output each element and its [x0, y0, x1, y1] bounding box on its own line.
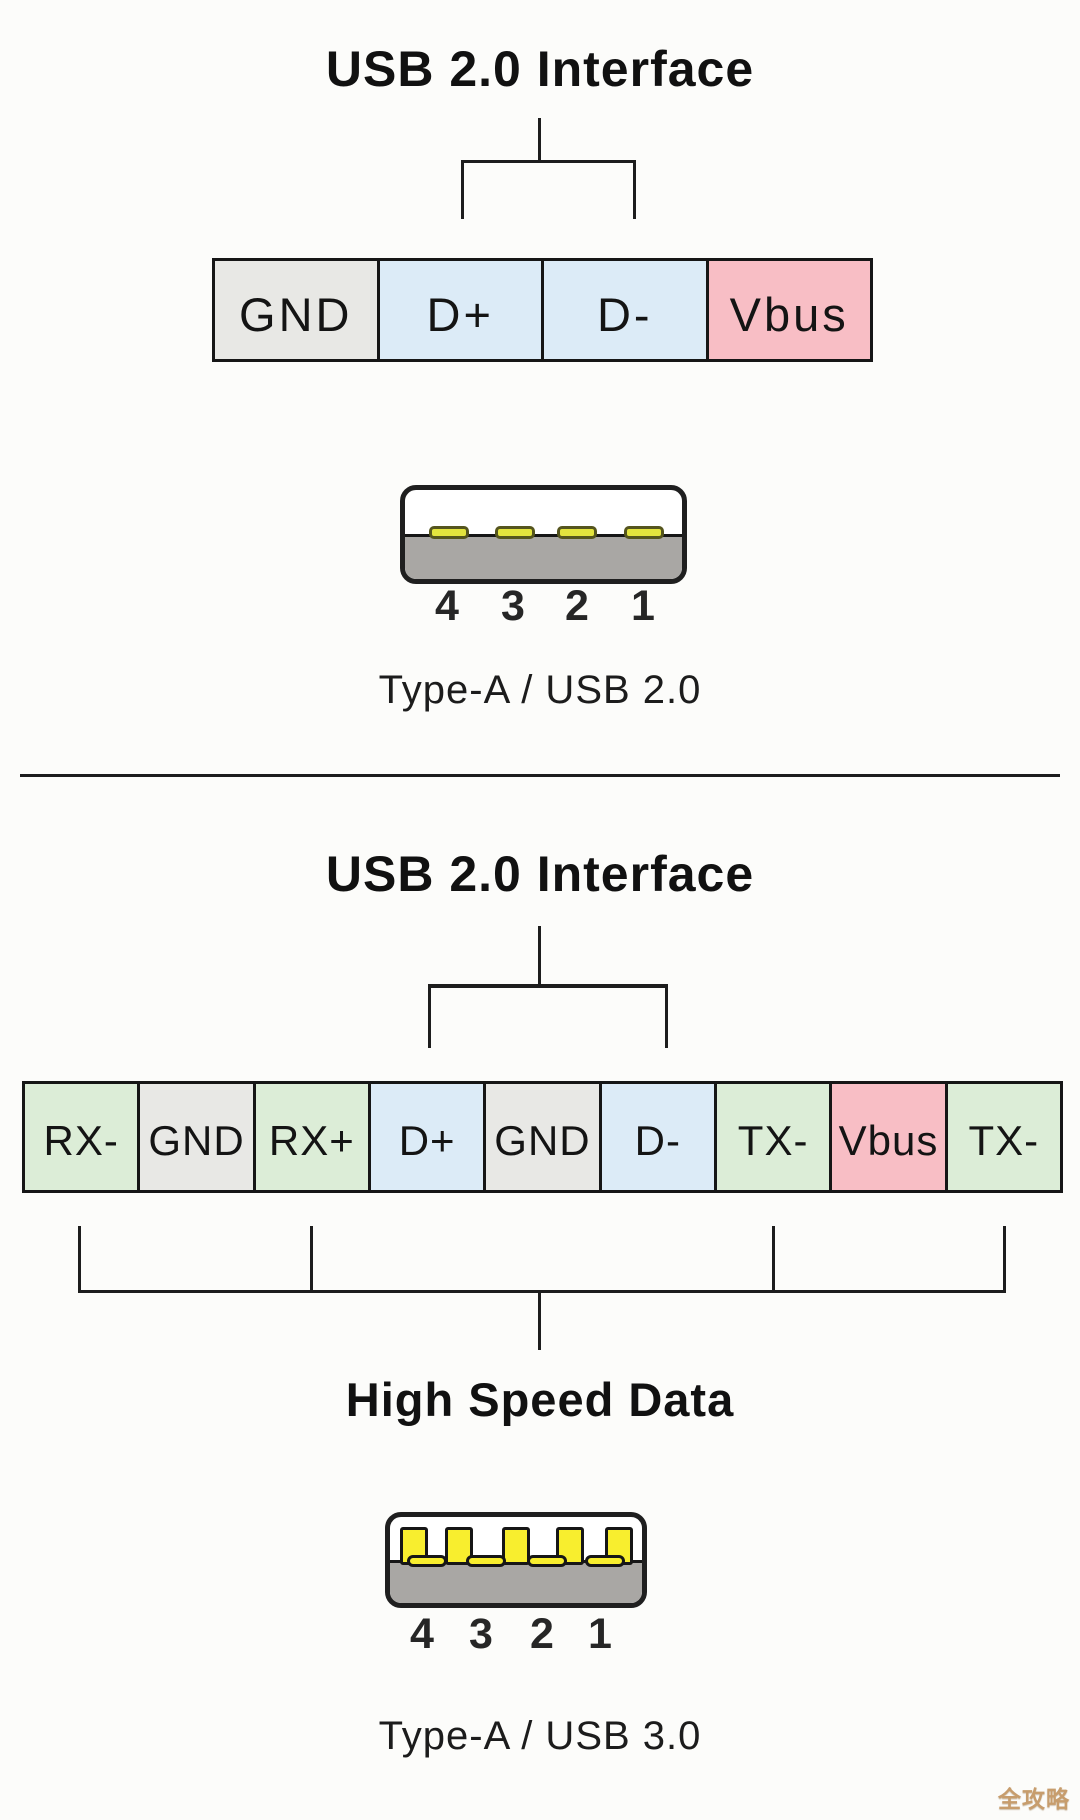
usb2-pin-number-3: 3: [501, 582, 525, 630]
pin-cell-rx-minus: RX-: [25, 1084, 138, 1190]
usb2-bracket-stem: [538, 118, 541, 163]
pin-cell-d-plus: D+: [376, 261, 541, 359]
usb3-contact-pad-4: [407, 1555, 447, 1567]
watermark-text: 全攻略: [998, 1786, 1070, 1812]
usb3-section-title: USB 2.0 Interface: [325, 846, 755, 902]
usb3-connector-illustration: [385, 1512, 647, 1608]
usb2-pin-number-2: 2: [565, 582, 589, 630]
usb2-contact-pad-2: [557, 526, 597, 539]
pin-cell-d-minus: D-: [541, 261, 706, 359]
usb3-contact-pad-3: [466, 1555, 506, 1567]
usb2-contact-pad-3: [495, 526, 535, 539]
pin-cell-d-minus: D-: [598, 1084, 714, 1190]
hsd-bracket-tick-tx-minus: [772, 1226, 775, 1292]
usb2-connector-caption: Type-A / USB 2.0: [378, 668, 702, 712]
usb3-pin-number-1: 1: [588, 1610, 612, 1658]
usb2-connector-illustration: [400, 485, 687, 584]
usb2-contact-pad-4: [429, 526, 469, 539]
usb2-pin-row: GND D+ D- Vbus: [212, 258, 873, 362]
usb3-pin-number-2: 2: [530, 1610, 554, 1658]
pin-cell-vbus: Vbus: [829, 1084, 945, 1190]
usb2-pin-number-1: 1: [631, 582, 655, 630]
pin-cell-tx-minus-2: TX-: [944, 1084, 1060, 1190]
hsd-bracket-tick-rx-minus: [78, 1226, 81, 1292]
usb3-pin-number-3: 3: [469, 1610, 493, 1658]
usb3-bracket: [428, 984, 668, 1048]
usb3-superspeed-pin-2: [445, 1527, 473, 1565]
usb3-superspeed-pin-3: [502, 1527, 530, 1565]
usb3-contact-pad-1: [585, 1555, 625, 1567]
usb3-pin-row: RX- GND RX+ D+ GND D- TX- Vbus TX-: [22, 1081, 1063, 1193]
hsd-bracket-tick-rx-plus: [310, 1226, 313, 1292]
hsd-bracket-bar: [78, 1290, 1006, 1293]
hsd-bracket-stem: [538, 1292, 541, 1350]
pin-cell-tx-minus: TX-: [713, 1084, 830, 1190]
usb2-bracket: [461, 160, 636, 219]
pin-cell-gnd: GND: [215, 261, 377, 359]
pin-cell-gnd-1: GND: [137, 1084, 253, 1190]
high-speed-data-label: High Speed Data: [345, 1373, 735, 1426]
usb2-pin-number-4: 4: [435, 582, 459, 630]
hsd-bracket-tick-tx-minus-2: [1003, 1226, 1006, 1292]
usb3-contact-pad-2: [527, 1555, 567, 1567]
usb2-section-title: USB 2.0 Interface: [325, 41, 755, 97]
pin-cell-d-plus: D+: [367, 1084, 484, 1190]
usb3-pin-number-4: 4: [410, 1610, 434, 1658]
pin-cell-vbus: Vbus: [705, 261, 870, 359]
usb2-connector-base: [405, 534, 682, 579]
usb3-connector-caption: Type-A / USB 3.0: [378, 1714, 702, 1758]
usb2-contact-pad-1: [624, 526, 664, 539]
pin-cell-gnd-2: GND: [483, 1084, 599, 1190]
usb3-bracket-stem: [538, 926, 541, 986]
pin-cell-rx-plus: RX+: [252, 1084, 368, 1190]
section-divider: [20, 774, 1060, 777]
